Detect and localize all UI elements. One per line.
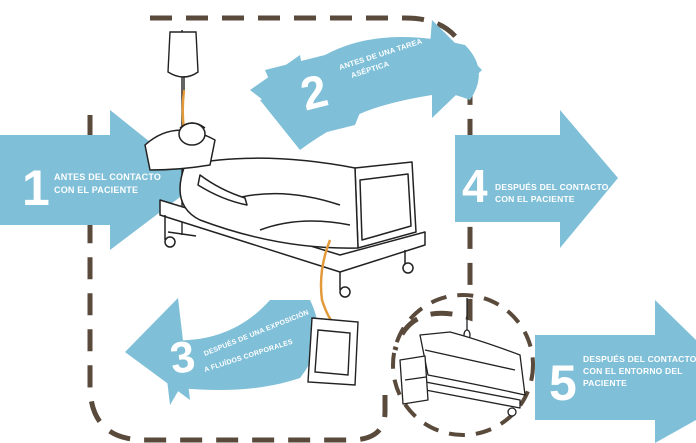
step-5-label-line-2: CON EL ENTORNO DEL: [583, 366, 683, 376]
empty-hospital-bed-icon: [400, 298, 525, 416]
step-1-label-line-1: ANTES DEL CONTACTO: [54, 172, 161, 182]
hospital-bed-with-patient-icon: [145, 123, 425, 297]
step-5-label-line-1: DESPUÉS DEL CONTACTO: [583, 354, 696, 364]
step-1-number: 1: [22, 160, 50, 216]
step-2-arrow: 2 ANTES DE UNA TAREA ASÉPTICA: [250, 20, 482, 150]
step-4-label-line-2: CON EL PACIENTE: [495, 194, 575, 204]
step-5-label-line-3: PACIENTE: [583, 378, 627, 388]
step-4-arrow: 4 DESPUÉS DEL CONTACTO CON EL PACIENTE: [455, 110, 618, 248]
step-1-label-line-2: CON EL PACIENTE: [54, 185, 138, 195]
step-4-number: 4: [462, 160, 488, 212]
step-3-arrow: 3 DESPUÉS DE UNA EXPOSICIÓN A FLUÍDOS CO…: [125, 298, 318, 405]
step-4-label-line-1: DESPUÉS DEL CONTACTO: [495, 182, 609, 192]
step-5-arrow: 5 DESPUÉS DEL CONTACTO CON EL ENTORNO DE…: [535, 300, 696, 443]
step-5-number: 5: [549, 355, 577, 411]
